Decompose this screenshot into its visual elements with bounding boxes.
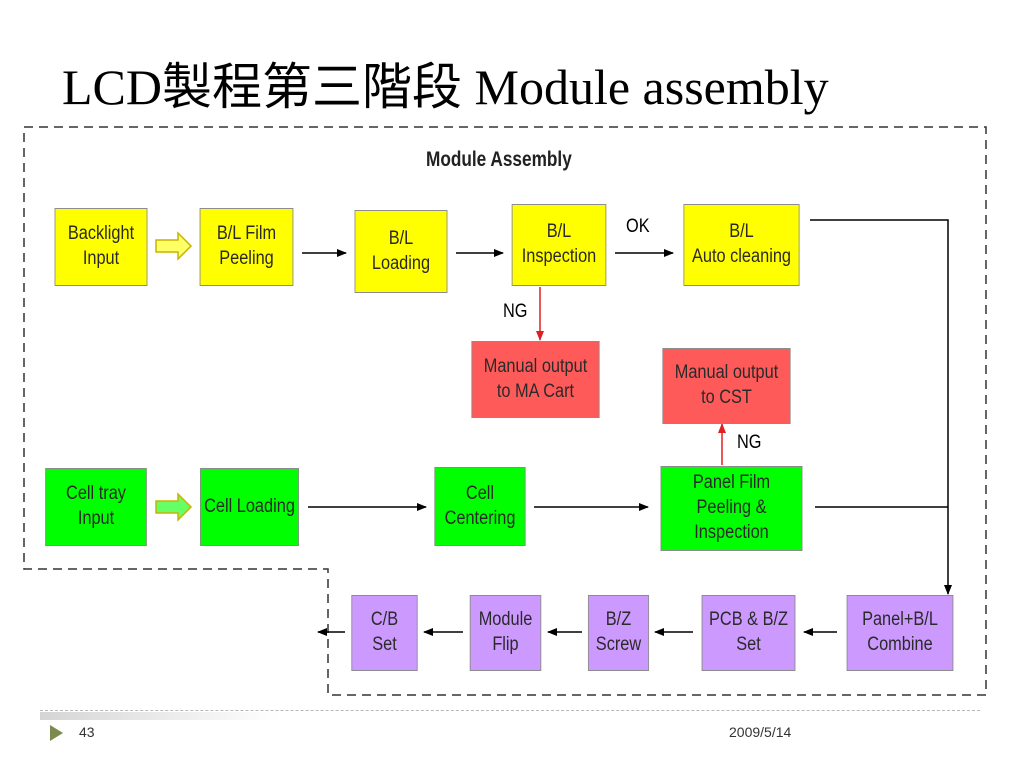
label-ng-inspection: NG <box>503 301 528 322</box>
slide-title: LCD製程第三階段 Module assembly <box>62 59 829 115</box>
footer-accent-bar <box>40 712 280 720</box>
node-cell-tray-input: Cell tray Input <box>45 468 147 546</box>
footer-divider <box>40 710 980 711</box>
slide-bullet-arrow-icon <box>50 725 63 741</box>
node-cell-centering: Cell Centering <box>434 467 526 546</box>
node-panel-bl-combine: Panel+B/L Combine <box>846 595 954 671</box>
page-number: 43 <box>79 724 95 740</box>
slide-date: 2009/5/14 <box>729 724 792 740</box>
node-bl-loading: B/L Loading <box>354 210 448 293</box>
node-pcb-bz-set: PCB & B/Z Set <box>701 595 796 671</box>
node-manual-output-ma-cart: Manual output to MA Cart <box>471 341 600 418</box>
hollow-arrow-bl <box>155 231 193 261</box>
node-bl-inspection: B/L Inspection <box>511 204 607 286</box>
node-module-flip: Module Flip <box>469 595 542 671</box>
node-cb-set: C/B Set <box>351 595 418 671</box>
node-cell-loading: Cell Loading <box>200 468 299 546</box>
node-panel-film-peeling: Panel Film Peeling & Inspection <box>660 466 803 551</box>
label-ok: OK <box>626 216 650 237</box>
arrow-cleaning-to-combine <box>810 219 952 595</box>
label-ng-panel: NG <box>737 432 762 453</box>
node-bl-film-peeling: B/L Film Peeling <box>199 208 294 286</box>
diagram-title: Module Assembly <box>426 148 572 171</box>
hollow-arrow-cell <box>155 492 193 522</box>
module-assembly-boundary <box>23 126 987 696</box>
node-backlight-input: Backlight Input <box>54 208 148 286</box>
node-manual-output-cst: Manual output to CST <box>662 348 791 424</box>
node-bz-screw: B/Z Screw <box>587 595 650 671</box>
node-bl-auto-cleaning: B/L Auto cleaning <box>683 204 800 286</box>
